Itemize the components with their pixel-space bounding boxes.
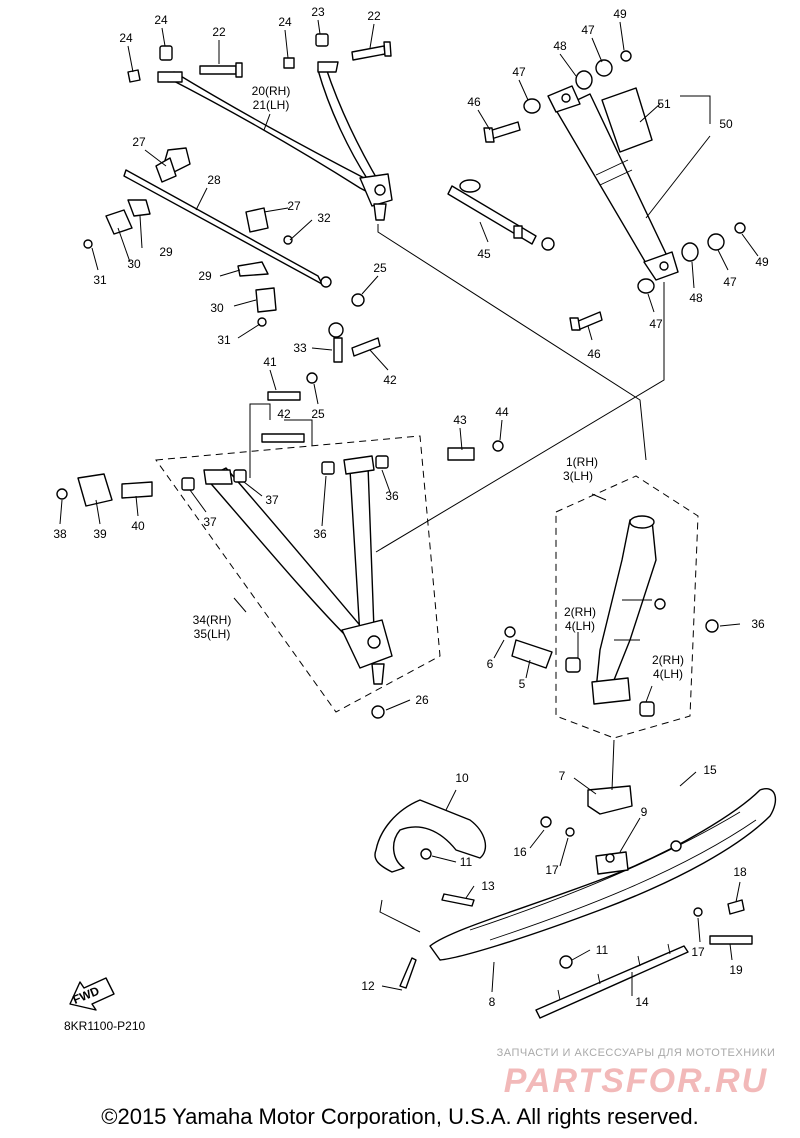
callout-27a: 27	[132, 135, 146, 149]
callout-36c: 36	[751, 617, 765, 631]
stabilizer-bar	[83, 147, 381, 401]
callout-6: 6	[487, 657, 494, 671]
callout-2b: 2(RH)	[652, 653, 684, 667]
callout-47d: 47	[649, 317, 663, 331]
callout-labels: 24 22 24 24 23 22 20(RH) 21(LH) 49 48 47…	[53, 5, 769, 1009]
callout-31b: 31	[217, 333, 231, 347]
callout-7: 7	[559, 769, 566, 783]
drawing-code: 8KR1100-P210	[64, 1019, 145, 1033]
callout-45: 45	[477, 247, 491, 261]
wear-bar	[535, 943, 689, 1019]
callout-25b: 25	[311, 407, 325, 421]
steering-part-45	[447, 179, 555, 251]
callout-29a: 29	[159, 245, 173, 259]
upper-a-arm	[157, 61, 393, 221]
callout-17b: 17	[691, 945, 705, 959]
callout-13: 13	[481, 879, 495, 893]
callout-3: 3(LH)	[563, 469, 593, 483]
callout-30b: 30	[210, 301, 224, 315]
callout-48b: 48	[689, 291, 703, 305]
callout-4a: 4(LH)	[565, 619, 595, 633]
callout-27b: 27	[287, 199, 301, 213]
callout-23b: 23	[311, 5, 325, 19]
callout-19: 19	[729, 963, 743, 977]
callout-34: 34(RH)	[193, 613, 232, 627]
callout-12: 12	[361, 979, 375, 993]
callout-20: 20(RH)	[252, 84, 291, 98]
callout-40: 40	[131, 519, 145, 533]
callout-9: 9	[641, 805, 648, 819]
ski-handle	[374, 799, 487, 873]
callout-36a: 36	[313, 527, 327, 541]
callout-47a: 47	[581, 23, 595, 37]
callout-46a: 46	[467, 95, 481, 109]
callout-49b: 49	[755, 255, 769, 269]
callout-42a: 42	[383, 373, 397, 387]
callout-17a: 17	[545, 863, 559, 877]
watermark-tagline: ЗАПЧАСТИ И АКСЕССУАРЫ ДЛЯ МОТОТЕХНИКИ	[497, 1047, 776, 1059]
shock-absorber	[483, 50, 746, 331]
callout-15: 15	[703, 763, 717, 777]
callout-29b: 29	[198, 269, 212, 283]
callout-43: 43	[453, 413, 467, 427]
ski	[399, 785, 777, 989]
callout-14: 14	[635, 995, 649, 1009]
callout-30a: 30	[127, 257, 141, 271]
callout-16: 16	[513, 845, 527, 859]
callout-47b: 47	[512, 65, 526, 79]
callout-35: 35(LH)	[194, 627, 231, 641]
callout-2a: 2(RH)	[564, 605, 596, 619]
callout-32: 32	[317, 211, 331, 225]
callout-5: 5	[519, 677, 526, 691]
callout-41: 41	[263, 355, 277, 369]
callout-36b: 36	[385, 489, 399, 503]
callout-49a: 49	[613, 7, 627, 21]
spindle	[504, 515, 719, 717]
callout-42b: 42	[277, 407, 291, 421]
callout-24a: 24	[119, 31, 133, 45]
callout-25a: 25	[373, 261, 387, 275]
callout-10: 10	[455, 771, 469, 785]
lower-a-arm	[56, 433, 504, 719]
callout-24b: 24	[278, 15, 292, 29]
callout-11a: 11	[460, 855, 473, 869]
callout-18: 18	[733, 865, 747, 879]
callout-1: 1(RH)	[566, 455, 598, 469]
callout-39: 39	[93, 527, 107, 541]
callout-44: 44	[495, 405, 509, 419]
callout-21: 21(LH)	[253, 98, 290, 112]
callout-23a: 24	[154, 13, 168, 27]
callout-50: 50	[719, 117, 733, 131]
callout-11b: 11	[596, 943, 609, 957]
upper-arm-hardware	[127, 33, 392, 83]
callout-46b: 46	[587, 347, 601, 361]
assembly-outlines	[155, 435, 699, 739]
callout-26: 26	[415, 693, 429, 707]
callout-51: 51	[657, 97, 671, 111]
callout-37a: 37	[203, 515, 217, 529]
watermark-brand: PARTSFOR.RU	[504, 1062, 768, 1100]
callout-22a: 22	[212, 25, 226, 39]
fwd-arrow: FWD	[69, 977, 115, 1011]
callout-37b: 37	[265, 493, 279, 507]
leader-lines	[59, 19, 759, 996]
callout-31a: 31	[93, 273, 107, 287]
callout-48a: 48	[553, 39, 567, 53]
copyright-footer: ©2015 Yamaha Motor Corporation, U.S.A. A…	[101, 1104, 698, 1129]
callout-4b: 4(LH)	[653, 667, 683, 681]
callout-22b: 22	[367, 9, 381, 23]
callout-38: 38	[53, 527, 67, 541]
callout-8: 8	[489, 995, 496, 1009]
callout-47c: 47	[723, 275, 737, 289]
callout-33: 33	[293, 341, 307, 355]
callout-28: 28	[207, 173, 221, 187]
